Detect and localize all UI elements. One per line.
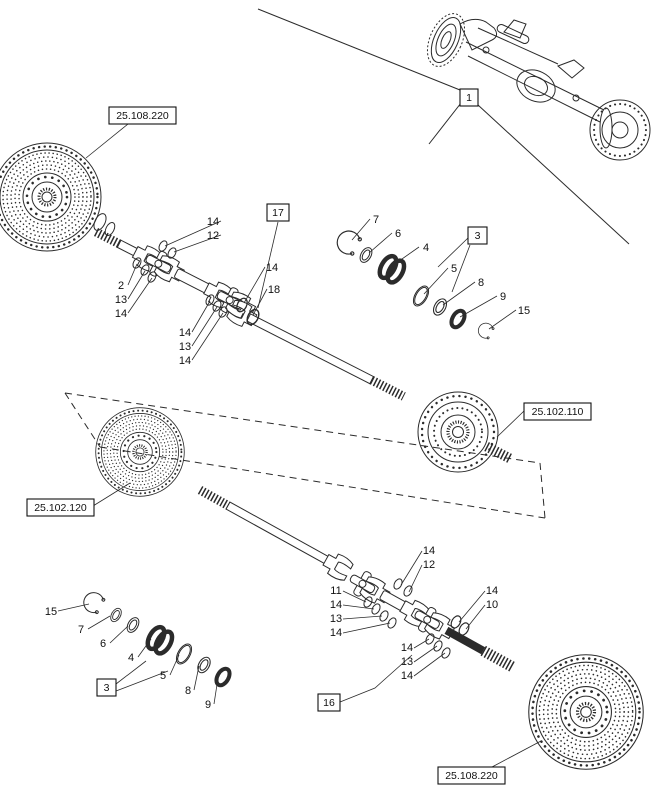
brake-disc-bottom [527,653,645,771]
ref-box-label[interactable]: 1 [466,92,472,104]
callout-label[interactable]: 15 [518,305,530,317]
upper-double-cardan-shaft [93,227,259,323]
ref-box-label[interactable]: 25.102.120 [34,502,87,514]
callout-leader-lines [57,218,517,705]
callout-label[interactable]: 4 [128,652,134,664]
callout-label[interactable]: 10 [486,599,498,611]
callout-label[interactable]: 13 [179,341,191,353]
ref-box-25-102-110[interactable]: 25.102.110 [523,402,592,421]
callout-label[interactable]: 13 [115,294,127,306]
lower-u-joint-assembly [344,565,517,673]
callout-label[interactable]: 2 [118,280,124,292]
callout-label[interactable]: 8 [185,685,191,697]
callout-label[interactable]: 14 [486,585,498,597]
ref-box-assembly[interactable]: 1 [459,88,479,107]
callout-label[interactable]: 6 [100,638,106,650]
callout-label[interactable]: 11 [330,585,341,597]
ref-box-3-lower[interactable]: 3 [96,678,117,697]
callout-label[interactable]: 14 [115,308,127,320]
ref-box-frame[interactable] [523,402,592,421]
callout-label[interactable]: 9 [205,699,211,711]
callout-label[interactable]: 14 [330,599,342,611]
callout-label[interactable]: 5 [160,670,166,682]
ref-box-label[interactable]: 3 [104,682,110,694]
ref-box-label[interactable]: 25.102.110 [532,406,584,418]
ref-box-frame[interactable] [108,106,177,125]
ref-box-frame[interactable] [96,678,117,697]
front-axle-assembly [426,13,651,161]
ref-box-25-108-220-top[interactable]: 25.108.220 [108,106,177,125]
ref-box-17[interactable]: 17 [266,203,290,222]
callout-label[interactable]: 14 [179,355,191,367]
callout-label[interactable]: 4 [423,242,429,254]
callout-label[interactable]: 12 [207,230,219,242]
callout-labels: 14 12 2 13 14 14 18 14 13 14 7 6 4 5 8 9… [45,214,530,711]
callout-label[interactable]: 7 [78,624,84,636]
ref-box-label[interactable]: 25.108.220 [445,770,498,782]
callout-label[interactable]: 6 [395,228,401,240]
ref-box-frame[interactable] [467,226,488,245]
callout-label[interactable]: 14 [266,262,278,274]
ref-box-25-108-220-bottom[interactable]: 25.108.220 [437,766,506,785]
planetary-hub [416,390,512,474]
upper-long-axle-shaft [225,297,406,401]
ref-box-frame[interactable] [26,498,95,517]
callout-label[interactable]: 12 [423,559,435,571]
ref-box-label[interactable]: 3 [475,230,481,242]
callout-label[interactable]: 14 [401,670,413,682]
callout-label[interactable]: 14 [401,642,413,654]
callout-label[interactable]: 15 [45,606,57,618]
brake-disc-top [0,141,103,253]
callout-label[interactable]: 8 [478,277,484,289]
ref-box-frame[interactable] [266,203,290,222]
callout-label[interactable]: 9 [500,291,506,303]
ref-leader-lines [85,123,542,768]
ref-box-label[interactable]: 25.108.220 [116,110,169,122]
wheel-hub [589,99,651,161]
callout-label[interactable]: 14 [423,545,435,557]
ref-box-label[interactable]: 16 [323,697,335,709]
assembly-pointer-lines [257,8,630,245]
callout-label[interactable]: 13 [330,613,342,625]
ref-box-label[interactable]: 17 [272,207,284,219]
callout-label[interactable]: 18 [268,284,280,296]
callout-label[interactable]: 14 [207,216,219,228]
callout-label[interactable]: 13 [401,656,413,668]
ref-box-frame[interactable] [437,766,506,785]
callout-label[interactable]: 14 [330,627,342,639]
callout-label[interactable]: 14 [179,327,191,339]
lower-long-axle-shaft [197,486,355,584]
ref-box-3-upper[interactable]: 3 [467,226,488,245]
ref-box-frame[interactable] [459,88,479,107]
callout-label[interactable]: 5 [451,263,457,275]
ref-box-frame[interactable] [317,693,341,712]
ref-box-16[interactable]: 16 [317,693,341,712]
ref-box-25-102-120[interactable]: 25.102.120 [26,498,95,517]
section-divider [64,392,546,519]
callout-label[interactable]: 7 [373,214,379,226]
brake-disc-middle [94,406,186,498]
